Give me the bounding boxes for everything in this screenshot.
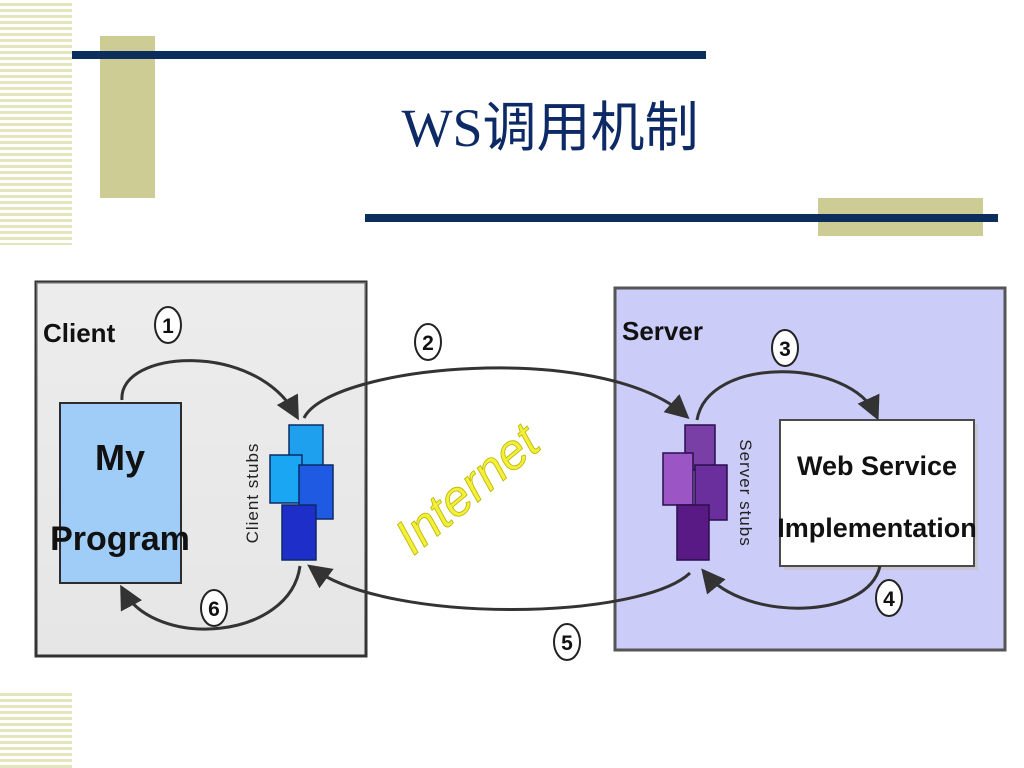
step-badge-1: 1 [154, 306, 182, 344]
svg-text:3: 3 [779, 338, 791, 361]
olive-accent-left [100, 36, 155, 198]
client-stubs-icon [269, 424, 334, 561]
decorative-stripes-bottom [0, 690, 72, 768]
client-label: Client [43, 318, 116, 348]
step-badge-5: 5 [553, 623, 581, 661]
step-badge-4: 4 [875, 579, 903, 617]
arrow-step-6 [120, 565, 302, 631]
arrow-step-3 [695, 370, 880, 421]
svg-text:2: 2 [422, 332, 434, 355]
web-service-label-line1: Web Service [797, 451, 957, 481]
step-badge-3: 3 [771, 329, 799, 367]
bottom-rule-line [365, 214, 998, 222]
server-stubs-label: Server stubs [736, 439, 755, 546]
client-stubs-label: Client stubs [243, 443, 262, 544]
my-program-box [59, 402, 182, 584]
svg-text:1: 1 [162, 315, 174, 338]
svg-text:5: 5 [561, 632, 573, 655]
step-badge-2: 2 [414, 323, 442, 361]
svg-text:4: 4 [883, 588, 895, 611]
arrow-step-2 [302, 366, 690, 419]
my-program-label-line1: My [95, 437, 145, 478]
top-rule-line [72, 51, 706, 59]
slide-title: WS调用机制 [401, 98, 699, 158]
internet-label: Internet [384, 412, 551, 565]
svg-text:6: 6 [208, 598, 220, 621]
arrow-step-5 [307, 564, 692, 611]
web-service-label-line2: Implementation [777, 513, 977, 543]
step-badge-6: 6 [200, 589, 228, 627]
web-service-box [779, 419, 975, 567]
my-program-label-line2: Program [50, 520, 190, 558]
arrow-step-1 [120, 359, 299, 421]
server-stubs-icon [662, 424, 728, 561]
arrow-step-4 [701, 565, 882, 610]
server-label: Server [622, 316, 703, 346]
decorative-stripes-top [0, 0, 72, 245]
